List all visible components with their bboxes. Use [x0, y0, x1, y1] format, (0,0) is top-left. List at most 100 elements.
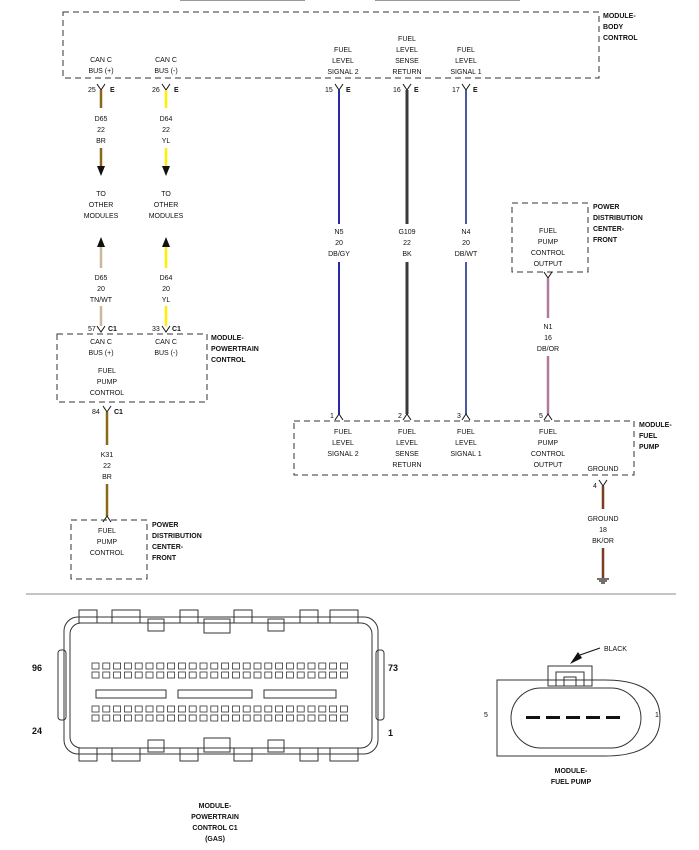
pin-cavity [177, 671, 186, 679]
fpm-title: FUEL [639, 433, 658, 440]
pin-number: 3 [457, 413, 461, 420]
pin-cavity [102, 714, 111, 722]
to-other-label: OTHER [154, 202, 179, 209]
pin-cavity [329, 705, 338, 713]
fpm-terminals [334, 413, 553, 421]
pin-cavity [221, 662, 230, 670]
pin-cavity [188, 671, 197, 679]
pin-number: 26 [152, 87, 160, 94]
pdc-inner-label: OUTPUT [534, 261, 564, 268]
fpm-pin-label: LEVEL [332, 440, 354, 447]
pdc-title: DISTRIBUTION [593, 215, 643, 222]
pin-cavity [318, 705, 327, 713]
pin-cavity [113, 705, 121, 713]
pin-cavity [253, 705, 262, 713]
wire-n4-label: N4 20 DB/WT [455, 229, 478, 258]
wire-label: DB/GY [328, 251, 350, 258]
pin-cavity [102, 671, 111, 679]
bcm-pin-can-c-plus: CAN C BUS (+) [88, 57, 113, 75]
pin-cavity [124, 714, 132, 722]
wire-d65-label: D65 22 BR [95, 116, 108, 145]
fpm-ground-terminal [598, 479, 608, 487]
wire-label: 20 [162, 286, 170, 293]
pcm-terminals [96, 325, 171, 333]
pdc-inner-label: FUEL [98, 528, 116, 535]
pin-cavity [199, 714, 208, 722]
pin-grid [91, 662, 348, 722]
wire-label: BK/OR [592, 538, 614, 545]
pin-cavity [296, 714, 305, 722]
fpm-pin-label: LEVEL [455, 440, 477, 447]
fpm-pin-label: PUMP [538, 440, 559, 447]
powertrain-control-module: MODULE- POWERTRAIN CONTROL CAN C BUS (+)… [56, 333, 259, 403]
to-other-label: MODULES [149, 213, 184, 220]
pin-cavity [167, 714, 176, 722]
pin-cavity [167, 705, 176, 713]
wire-label: DB/WT [455, 251, 478, 258]
pin-cavity [156, 662, 165, 670]
fpm-pin-label: RETURN [392, 462, 421, 469]
pin-cavity [156, 714, 165, 722]
fpm-pin-label: SENSE [395, 451, 419, 458]
bcm-pin-label: BUS (+) [88, 68, 113, 75]
pcm-connector-caption: MODULE- [199, 803, 232, 810]
pin-number-96: 96 [32, 663, 42, 673]
pdc-terminal [543, 271, 553, 279]
pcm-fp-label: PUMP [97, 379, 118, 386]
connector-id: E [346, 87, 351, 94]
pdc-inner-label: PUMP [538, 239, 559, 246]
pin-cavity [221, 671, 230, 679]
pdc-inner-label: CONTROL [90, 550, 124, 557]
pin-cavity [275, 705, 284, 713]
power-distribution-center-top: POWER DISTRIBUTION CENTER- FRONT FUEL PU… [511, 202, 643, 273]
pin-cavity [339, 662, 348, 670]
to-other-label: OTHER [89, 202, 114, 209]
pin-cavity [113, 662, 121, 670]
pin-cavity [264, 705, 273, 713]
wire-label: DB/OR [537, 346, 559, 353]
pin-cavity [231, 671, 240, 679]
wire-label: N1 [544, 324, 553, 331]
wire-label: 16 [544, 335, 552, 342]
wire-n5-label: N5 20 DB/GY [328, 229, 350, 258]
bcm-pin-label: BUS (-) [154, 68, 177, 75]
fpm-pin-numbers: 1 2 3 5 [330, 413, 543, 420]
pcm-title-3: CONTROL [211, 357, 246, 364]
pin-cavity [124, 705, 132, 713]
pin-cavity [145, 714, 154, 722]
pin-cavity [177, 714, 186, 722]
pdc-inner-label: FUEL [539, 228, 557, 235]
wire-g109-label: G109 22 BK [398, 229, 415, 258]
bcm-title-1: MODULE- [603, 13, 636, 20]
pin-cavity [91, 705, 100, 713]
connector-color-label: BLACK [604, 646, 627, 653]
wire-label: N5 [335, 229, 344, 236]
bcm-title-3: CONTROL [603, 35, 638, 42]
wire-label: K31 [101, 452, 114, 459]
wire-label: 18 [599, 527, 607, 534]
fpm-title: MODULE- [639, 422, 672, 429]
pdc-terminal [102, 515, 112, 523]
pin-cavity [242, 671, 251, 679]
bcm-title-2: BODY [603, 24, 624, 31]
bcm-pin-fuel-level-signal-1: FUEL LEVEL SIGNAL 1 [450, 47, 481, 76]
pin-cavity [177, 662, 186, 670]
pin-cavity [307, 705, 316, 713]
pin-cavity [307, 714, 316, 722]
pin-number-73: 73 [388, 663, 398, 673]
to-other-label: TO [96, 191, 106, 198]
pin-cavity [221, 705, 230, 713]
fpm-pin-label: FUEL [539, 429, 557, 436]
pin-number-1: 1 [655, 712, 659, 719]
fpm-pin-label: SIGNAL 2 [327, 451, 358, 458]
pin-cavity [199, 662, 208, 670]
fp-connector-caption: MODULE- [555, 768, 588, 775]
bcm-pin-label: SENSE [395, 58, 419, 65]
pin-number: 33 [152, 326, 160, 333]
pin-number: 5 [539, 413, 543, 420]
fuel-pump-connector-view: BLACK 5 1 MODULE- FUEL PUMP [484, 646, 661, 786]
connector-id: E [473, 87, 478, 94]
pin-cavity [134, 705, 143, 713]
pin-cavity [210, 662, 219, 670]
